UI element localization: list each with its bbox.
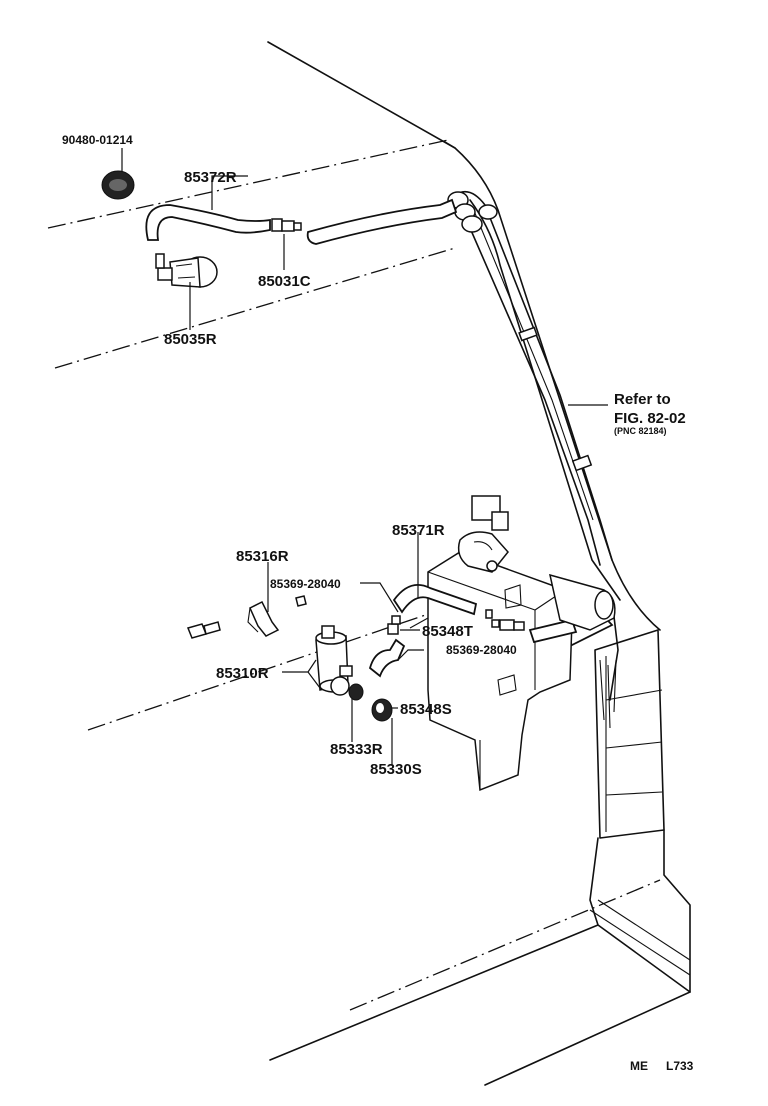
label-85371r: 85371R [392, 522, 445, 539]
label-90480-01214: 90480-01214 [62, 133, 133, 147]
part-labels: 90480-01214 85372R 85031C 85035R Refer t… [62, 133, 694, 1073]
label-85330s: 85330S [370, 761, 422, 778]
label-85369-28040-lower: 85369-28040 [446, 643, 517, 657]
joint-85348t [387, 609, 493, 635]
label-85348t: 85348T [422, 623, 473, 640]
label-catalog-code-me: ME [630, 1059, 648, 1073]
label-85372r: 85372R [184, 169, 237, 186]
vehicle-body-outline [47, 41, 691, 1086]
label-85348s: 85348S [400, 701, 452, 718]
label-85031c: 85031C [258, 273, 311, 290]
label-85333r: 85333R [330, 741, 383, 758]
tank-outlet-fitting [491, 618, 578, 644]
pump-bracket-85316r [247, 600, 280, 637]
hose-joint-85031c [271, 218, 302, 232]
label-85035r: 85035R [164, 331, 217, 348]
washer-nozzle-85035r [155, 253, 218, 288]
nozzle-hose-assembly [101, 170, 458, 288]
label-85310r: 85310R [216, 665, 269, 682]
washer-motor [457, 495, 509, 573]
label-pnc-82184: (PNC 82184) [614, 426, 667, 436]
washer-pump-85310r [315, 625, 393, 722]
label-catalog-code-l733: L733 [666, 1059, 694, 1073]
pump-filter-85330s [371, 698, 393, 722]
pump-grommet-85333r [330, 676, 364, 701]
grommet-part [101, 170, 135, 200]
washer-tank-assembly [368, 495, 616, 792]
clip-85369 [295, 595, 307, 607]
label-85369-28040-upper: 85369-28040 [270, 577, 341, 591]
mounting-bolt [186, 621, 221, 639]
label-85316r: 85316R [236, 548, 289, 565]
label-refer-to: Refer to [614, 391, 671, 408]
label-fig-82-02: FIG. 82-02 [614, 410, 686, 427]
leader-lines [121, 148, 608, 765]
